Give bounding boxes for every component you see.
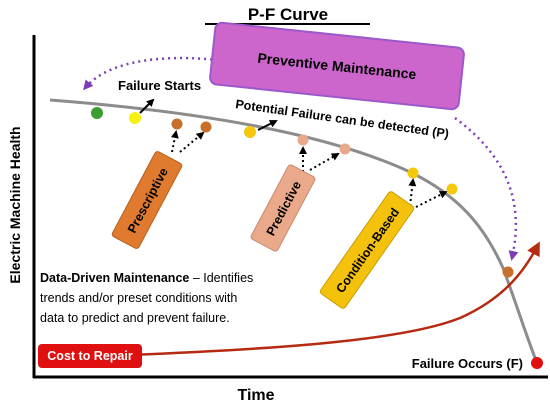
prescriptive-connectors — [170, 130, 205, 153]
condition-based-connectors — [408, 178, 448, 208]
curve-point-predictive-2 — [339, 143, 351, 155]
curve-point-failure-starts — [129, 112, 141, 124]
curve-point-late — [502, 266, 514, 278]
predictive-box: Predictive — [250, 164, 316, 252]
cost-to-repair-arrow — [104, 241, 540, 358]
prescriptive-box: Prescriptive — [111, 151, 183, 249]
curve-point-potential — [244, 126, 256, 138]
predictive-connectors — [299, 146, 340, 172]
curve-point-prescriptive-1 — [171, 118, 183, 130]
preventive-arrow-left — [83, 56, 219, 91]
failure-starts-arrow — [139, 98, 155, 114]
data-driven-line-3: data to predict and prevent failure. — [40, 311, 230, 325]
data-driven-line-1: Data-Driven Maintenance – Identifies — [40, 271, 253, 285]
data-driven-rest: – Identifies — [189, 271, 253, 285]
failure-starts-label: Failure Starts — [118, 78, 201, 93]
curve-point-condition-1 — [407, 167, 419, 179]
cost-to-repair-label: Cost to Repair — [47, 349, 133, 363]
cost-to-repair-box — [38, 344, 142, 368]
data-driven-line-2: trends and/or preset conditions with — [40, 291, 237, 305]
curve-point-predictive-1 — [297, 134, 309, 146]
curve-point-failure — [531, 357, 543, 369]
data-driven-bold: Data-Driven Maintenance — [40, 271, 189, 285]
y-axis-label: Electric Machine Health — [7, 126, 23, 283]
x-axis-label: Time — [237, 387, 274, 404]
failure-occurs-label: Failure Occurs (F) — [412, 356, 523, 371]
condition-based-box: Condition-Based — [319, 191, 415, 309]
curve-point-start — [91, 107, 103, 119]
preventive-maintenance-box — [209, 21, 465, 111]
diagram-title: P-F Curve — [248, 5, 328, 24]
curve-point-prescriptive-2 — [200, 121, 212, 133]
potential-failure-arrow — [257, 120, 278, 131]
pf-curve — [49, 98, 539, 364]
condition-based-label: Condition-Based — [333, 206, 402, 296]
curve-point-condition-2 — [446, 183, 458, 195]
